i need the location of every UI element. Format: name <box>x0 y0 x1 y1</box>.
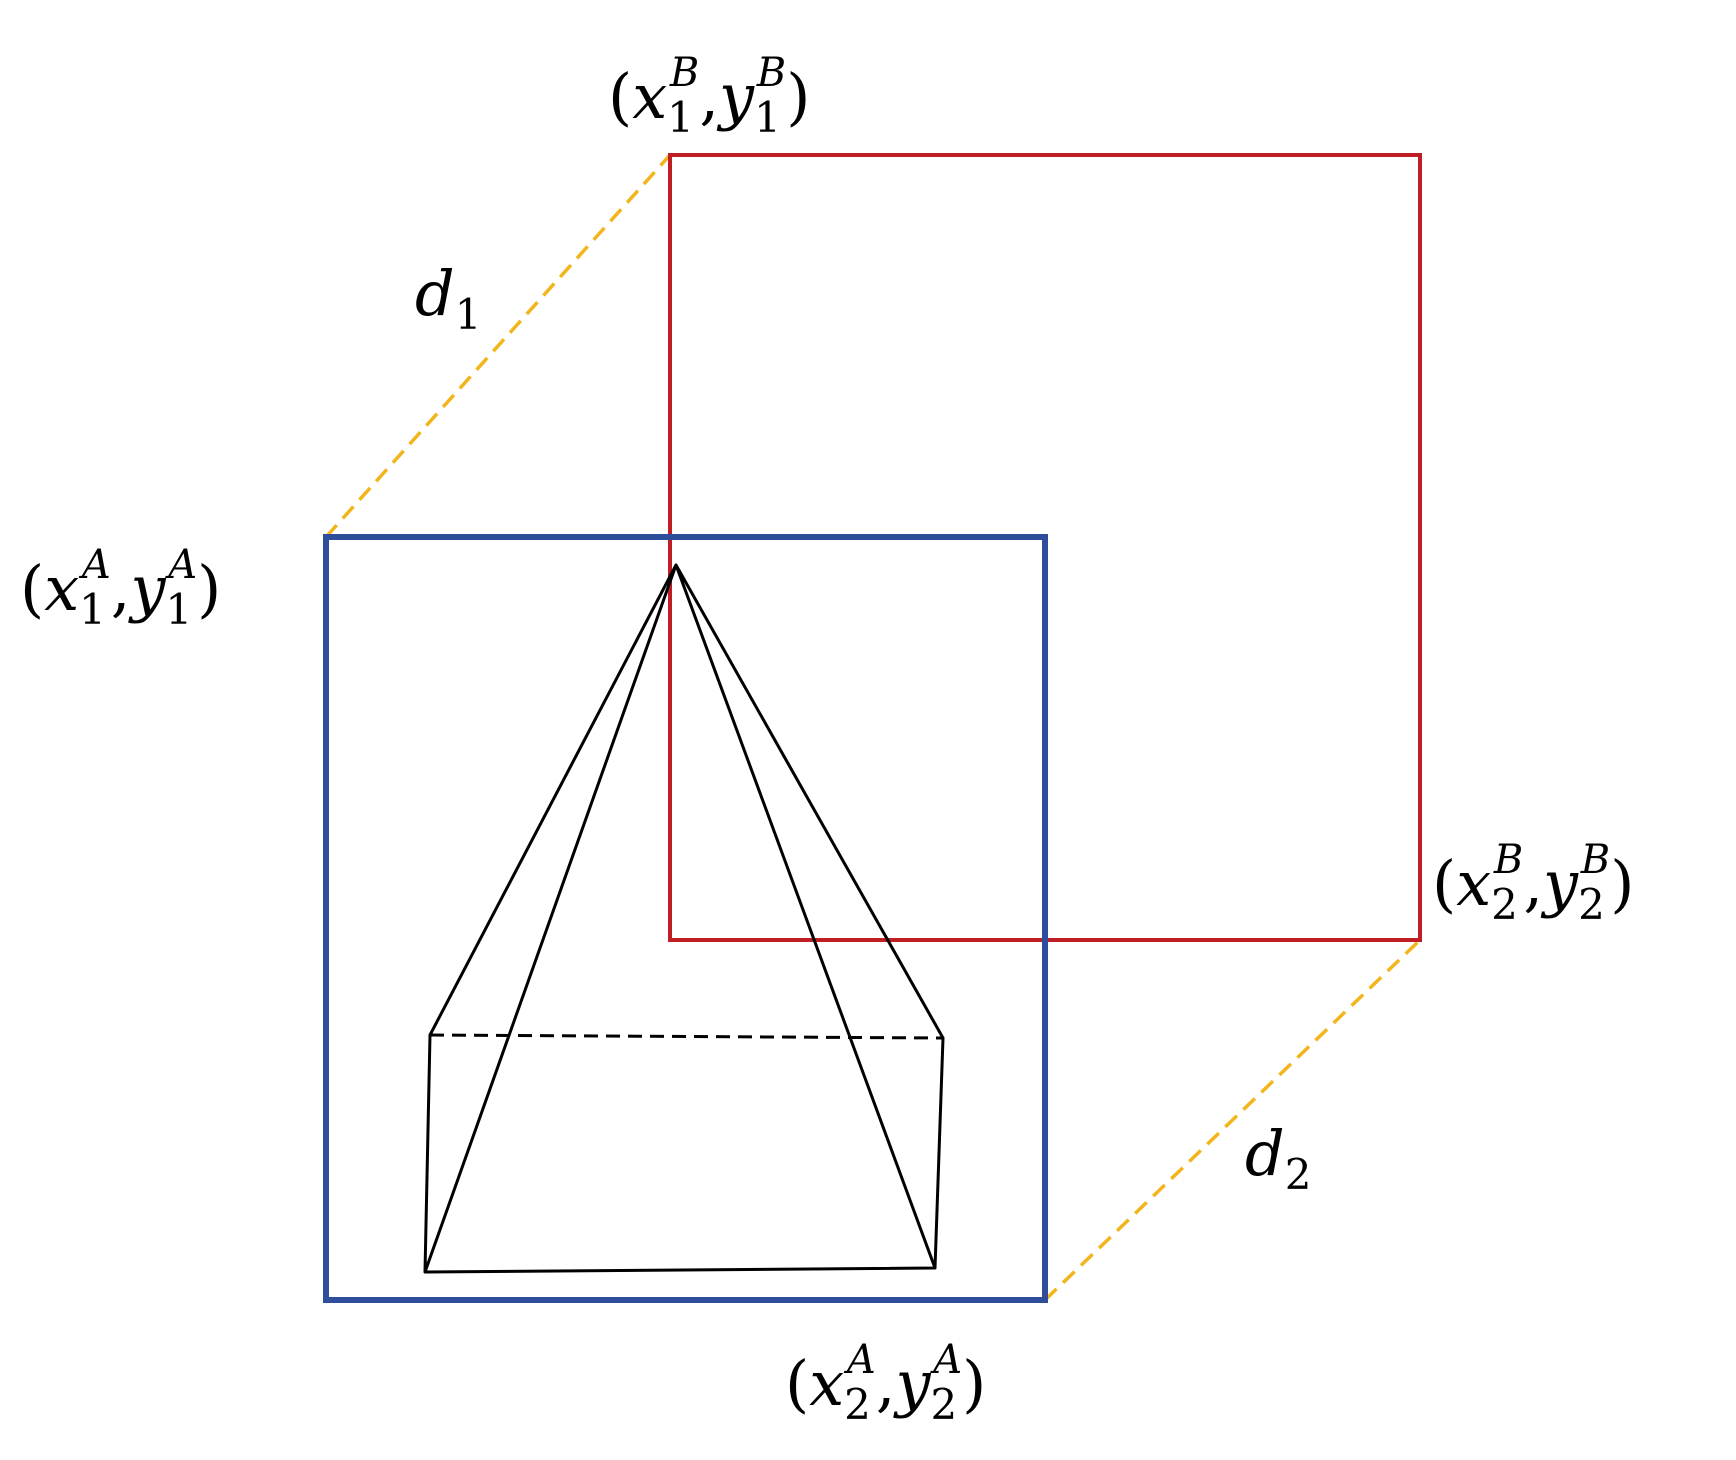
label-corner-a1: (x1A,y1A) <box>20 542 221 634</box>
distance-d1-line <box>324 153 672 539</box>
label-corner-b2: (x2B,y2B) <box>1432 837 1634 929</box>
distance-d2-line <box>1043 938 1422 1302</box>
label-d1: d1 <box>415 257 481 339</box>
pyramid-edges <box>423 563 945 1274</box>
bounding-box-a <box>323 534 1048 1303</box>
label-corner-b1: (x1B,y1B) <box>608 50 810 142</box>
label-d2: d2 <box>1245 1117 1311 1199</box>
pyramid-object <box>423 563 945 1274</box>
label-corner-a2: (x2A,y2A) <box>785 1337 986 1429</box>
pyramid-hidden-edge <box>429 1033 944 1040</box>
